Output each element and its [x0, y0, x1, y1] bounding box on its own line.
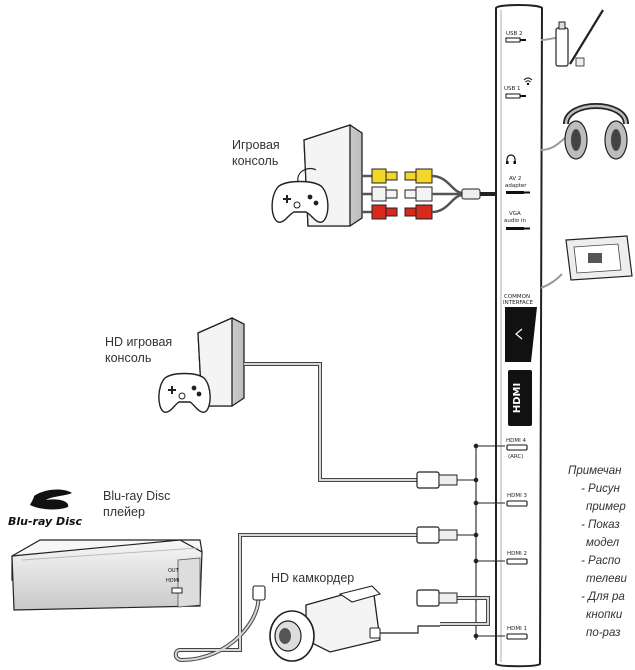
note-line: - Показ: [581, 519, 620, 531]
wifi-icon: [523, 77, 533, 86]
av-adapter-port[interactable]: AV 2 adapter: [505, 176, 530, 194]
svg-text:(ARC): (ARC): [508, 454, 523, 460]
hd-camcorder: [269, 585, 382, 662]
vga-audio-in-port[interactable]: VGA audio in: [504, 211, 530, 230]
rca-yellow-right: [404, 168, 433, 184]
common-interface-slot[interactable]: COMMON INTERFACE: [503, 294, 537, 362]
hdmi-cables: [173, 362, 490, 663]
usb1-port[interactable]: USB 1: [504, 77, 533, 99]
rca-yellow-left: [371, 168, 398, 184]
note-heading: Примечан: [568, 465, 622, 477]
hdmi-plugs: [252, 471, 458, 639]
svg-text:HDMI 3: HDMI 3: [507, 493, 527, 499]
svg-text:HDMI: HDMI: [166, 578, 179, 584]
usb2-port[interactable]: USB 2: [505, 31, 526, 43]
hdmi-logo: HDMI: [508, 370, 532, 426]
svg-text:HDMI 4: HDMI 4: [506, 438, 526, 444]
svg-text:VGA: VGA: [509, 211, 521, 217]
svg-text:COMMON: COMMON: [504, 294, 530, 300]
hdmi3-port[interactable]: HDMI 3: [506, 493, 528, 507]
rca-red-right: [404, 204, 433, 220]
av-composite-cable: [362, 168, 496, 220]
game-console-label: Игровая консоль: [232, 138, 280, 168]
svg-text:OUT: OUT: [168, 568, 180, 574]
note-line: модел: [586, 537, 620, 549]
svg-text:adapter: adapter: [505, 183, 527, 189]
gamepad-icon: [271, 167, 329, 223]
note-line: кнопки: [586, 609, 623, 621]
hdmi2-port[interactable]: HDMI 2: [506, 551, 528, 565]
note-line: пример: [586, 501, 626, 513]
arrow-left-icon: [515, 328, 523, 340]
ci-module-card: [540, 235, 633, 289]
hdmi-bus: [457, 443, 505, 640]
svg-text:Blu-ray Disc: Blu-ray Disc: [8, 515, 83, 528]
note-line: по-раз: [586, 627, 621, 639]
headphone-jack[interactable]: [506, 154, 516, 164]
rca-white-left: [371, 186, 398, 202]
svg-text:USB 2: USB 2: [506, 31, 523, 37]
svg-text:USB 1: USB 1: [504, 86, 521, 92]
usb-wifi-dongle: [540, 9, 604, 67]
headphone-icon: [506, 154, 516, 162]
headphones: [540, 103, 629, 160]
rca-red-left: [371, 204, 398, 220]
mini-av-plug: [461, 188, 496, 200]
hdmi4-arc-port[interactable]: HDMI 4 (ARC): [506, 438, 528, 460]
game-console: [271, 124, 363, 227]
note-line: телеви: [586, 573, 627, 585]
hdmi1-port[interactable]: HDMI 1: [506, 626, 528, 640]
bluray-logo: Blu-ray Disc: [8, 489, 83, 528]
svg-text:INTERFACE: INTERFACE: [503, 300, 534, 306]
note-line: - Рисун: [581, 483, 620, 495]
hd-game-console: [158, 317, 245, 413]
bluray-player-label: Blu-ray Disc плейер: [103, 489, 171, 519]
svg-text:HDMI 2: HDMI 2: [507, 551, 527, 557]
svg-text:AV 2: AV 2: [509, 176, 521, 182]
rca-white-right: [404, 186, 433, 202]
bluray-player: OUT HDMI: [11, 539, 203, 611]
note-line: - Для ра: [581, 591, 625, 603]
svg-text:HDMI 1: HDMI 1: [507, 626, 527, 632]
note-block: Примечан - Рисун пример - Показ модел - …: [568, 462, 627, 642]
note-line: - Распо: [581, 555, 621, 567]
svg-text:audio in: audio in: [504, 218, 527, 224]
hd-camcorder-label: HD камкордер: [271, 571, 355, 585]
gamepad-icon: [158, 372, 211, 413]
svg-text:HDMI: HDMI: [512, 383, 523, 413]
hd-game-console-label: HD игровая консоль: [105, 335, 173, 365]
